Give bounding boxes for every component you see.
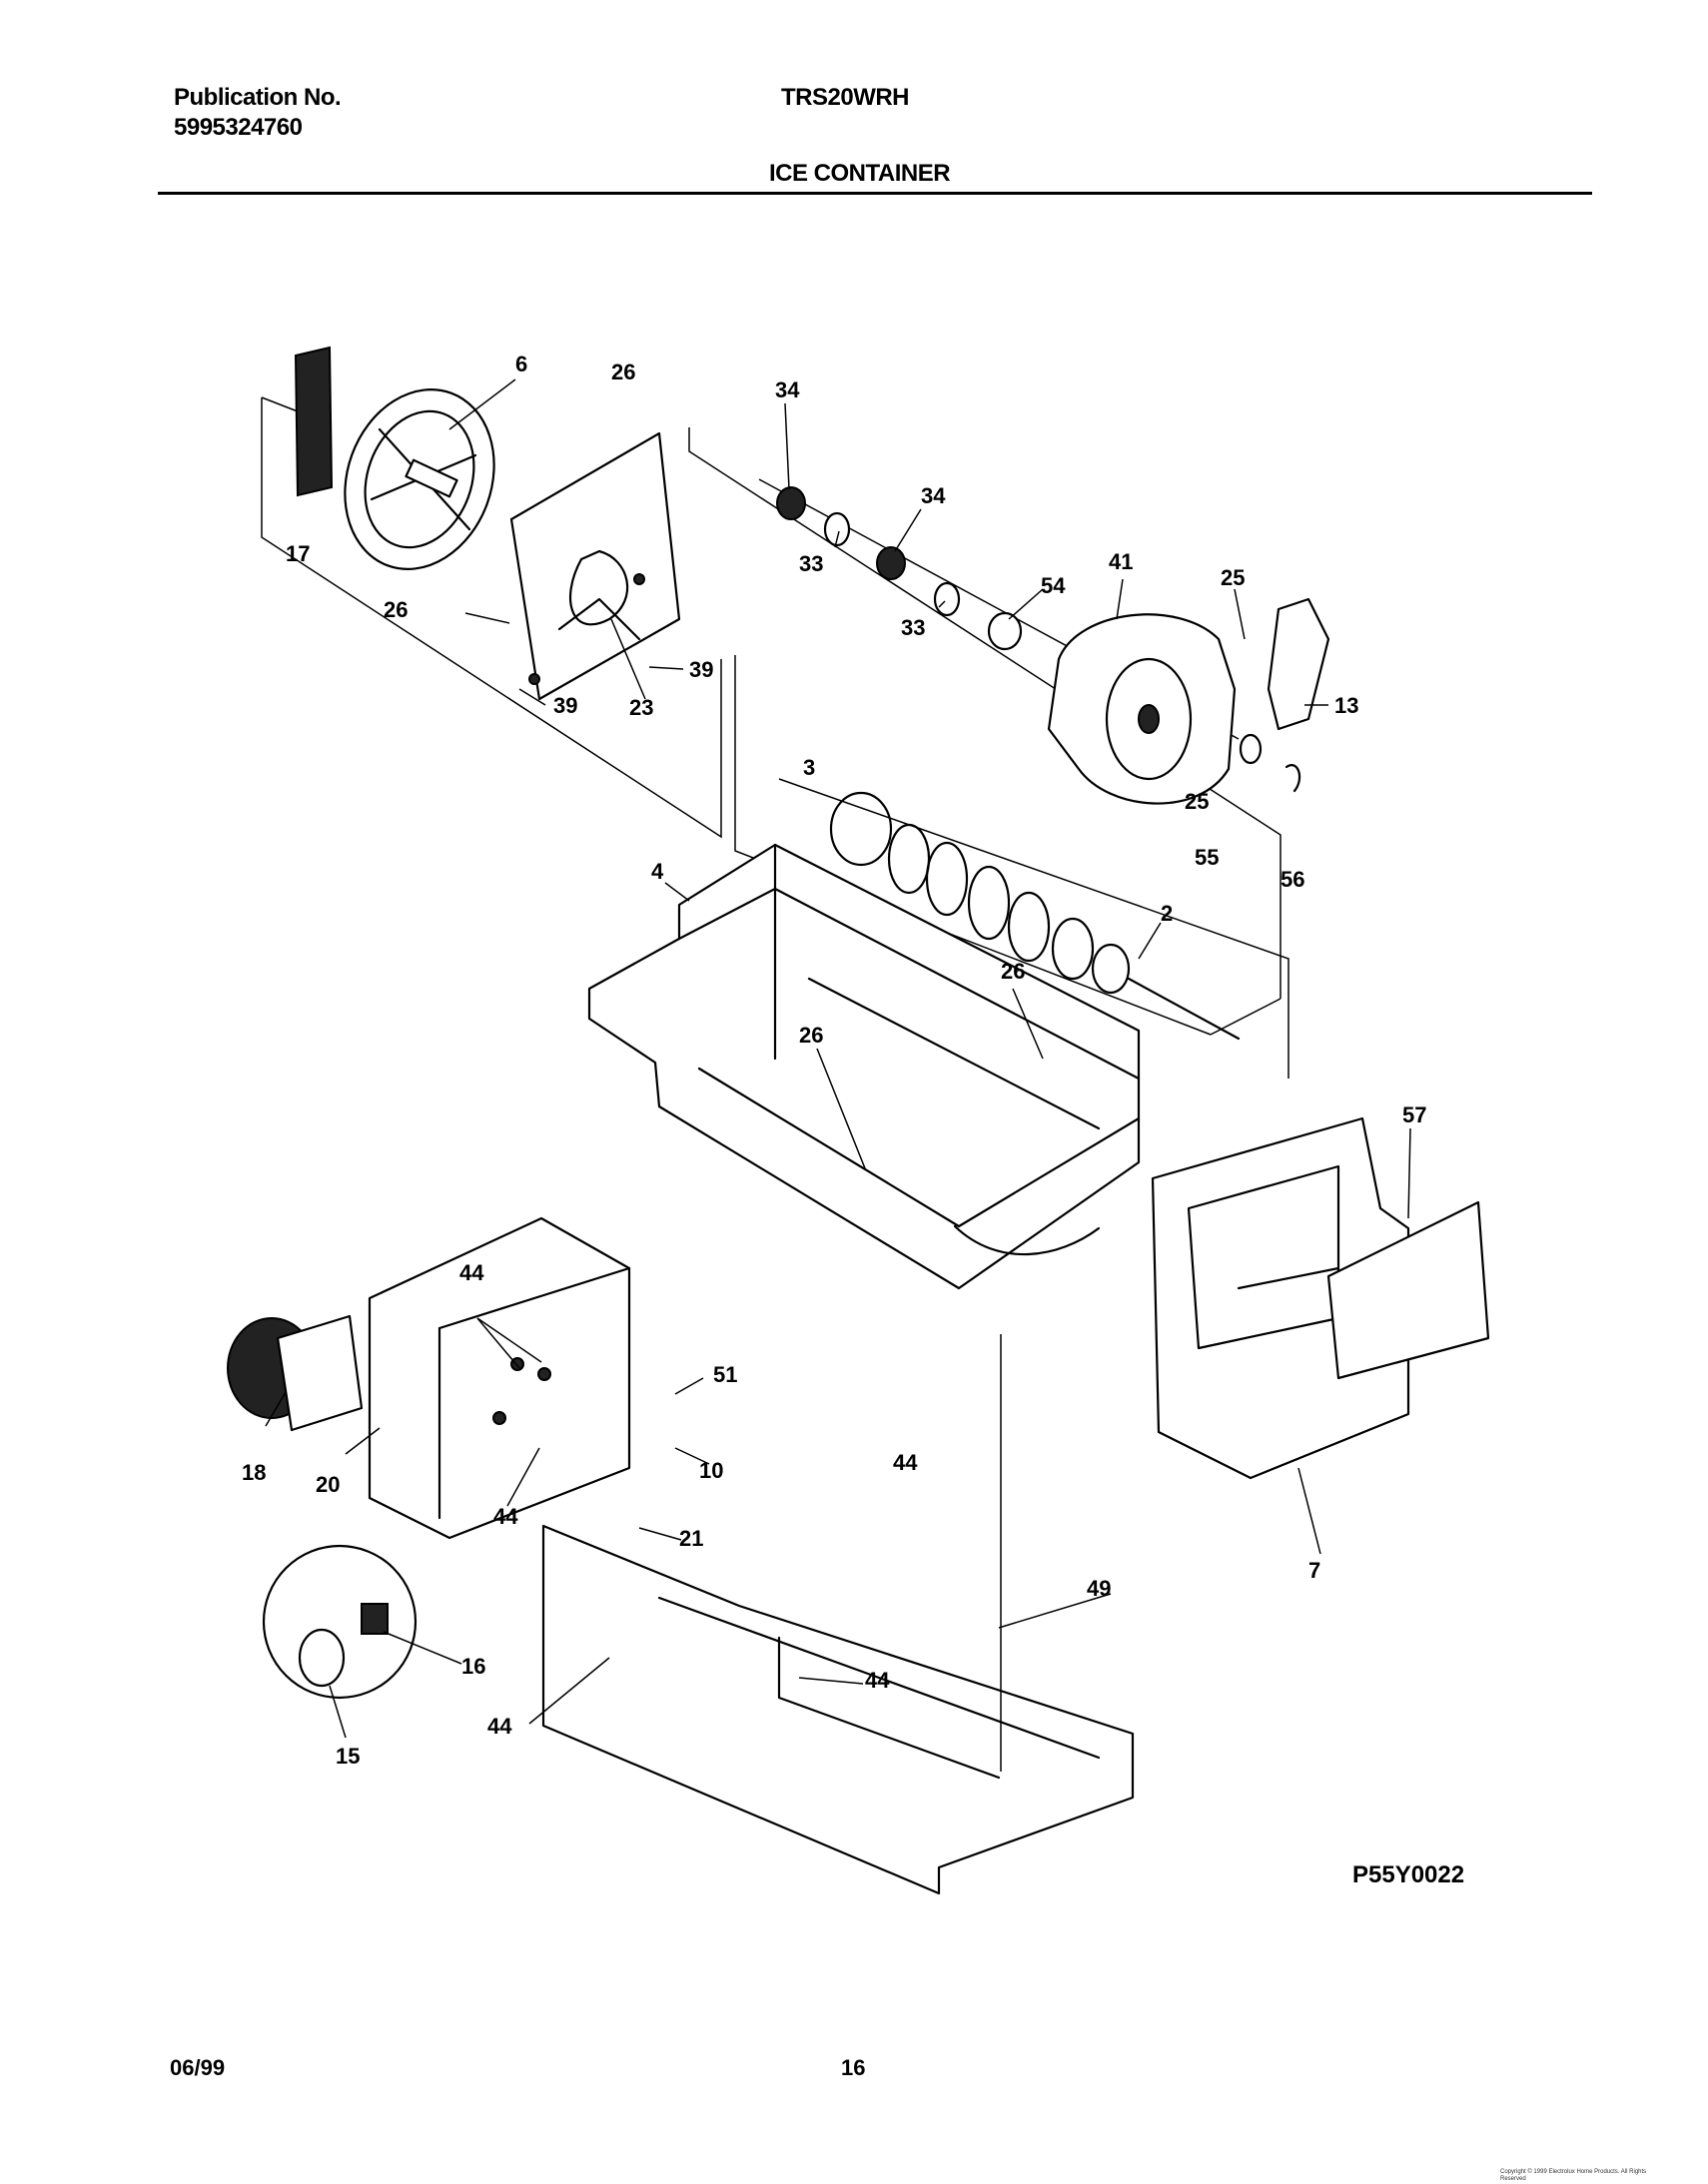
callout-20: 20 [316, 1472, 340, 1497]
callout-44-bottom-right: 44 [865, 1668, 890, 1693]
callout-10: 10 [699, 1458, 723, 1483]
callout-3: 3 [803, 755, 815, 780]
callout-34-mid: 34 [921, 483, 946, 508]
callout-21: 21 [679, 1526, 703, 1551]
footer-date: 06/99 [170, 2055, 226, 2080]
part-17-light-shield [294, 346, 334, 497]
header-rule [158, 192, 1592, 195]
part-motor-box [368, 1216, 631, 1540]
part-18-motor [227, 1314, 364, 1432]
callout-18: 18 [242, 1460, 266, 1485]
callout-54: 54 [1041, 573, 1066, 598]
part-2-auger-spring [829, 791, 1241, 1041]
callout-6: 6 [515, 352, 527, 376]
callout-51: 51 [713, 1362, 737, 1387]
callout-13: 13 [1334, 693, 1358, 718]
part-13-bracket [1267, 597, 1330, 731]
callout-25-top: 25 [1221, 565, 1245, 590]
assembly-outline-upper [261, 396, 1281, 1036]
model-number: TRS20WRH [781, 84, 910, 111]
leader-lines [265, 378, 1411, 1739]
part-15-light-bulb-inset [262, 1544, 418, 1700]
copyright-notice: Copyright © 1999 Electrolux Home Product… [1500, 2169, 1647, 2182]
callout-23: 23 [629, 695, 653, 720]
publication-label: Publication No. [174, 84, 342, 111]
part-41-drive-housing [1047, 613, 1237, 805]
callout-26-left: 26 [384, 597, 408, 622]
callout-39-left: 39 [553, 693, 577, 718]
publication-number: 5995324760 [174, 114, 303, 141]
part-23-auger-plate [509, 431, 681, 701]
callout-44-mid: 44 [493, 1504, 518, 1529]
diagram-code: P55Y0022 [1352, 1861, 1465, 1888]
callout-44-bottom-left: 44 [487, 1714, 512, 1739]
callout-16: 16 [461, 1654, 485, 1679]
callout-2: 2 [1161, 901, 1173, 926]
callout-17: 17 [286, 541, 310, 566]
callout-26-top: 26 [611, 360, 635, 384]
callout-44-top: 44 [459, 1260, 484, 1285]
callout-55: 55 [1195, 845, 1219, 870]
callout-33-mid: 33 [901, 615, 925, 640]
part-6-auger-blade [344, 388, 495, 570]
part-4-ice-container [587, 843, 1141, 1290]
section-title: ICE CONTAINER [769, 160, 951, 187]
callout-26-bucket-right: 26 [1001, 959, 1025, 984]
callout-25-bottom: 25 [1185, 789, 1209, 814]
callout-34-top: 34 [775, 377, 800, 402]
part-washers-stack [776, 486, 1301, 793]
callout-39-right: 39 [689, 657, 713, 682]
part-57-door-flap [1326, 1200, 1490, 1380]
callout-44-right: 44 [893, 1450, 918, 1475]
callout-41: 41 [1109, 549, 1133, 574]
callout-7: 7 [1308, 1558, 1320, 1583]
callout-56: 56 [1281, 867, 1304, 892]
part-49-lower-tray [541, 1524, 1135, 1895]
callout-15: 15 [336, 1744, 360, 1769]
callout-49: 49 [1087, 1576, 1111, 1601]
callout-33-left: 33 [799, 551, 823, 576]
callout-26-bucket-left: 26 [799, 1023, 823, 1048]
callout-4: 4 [651, 859, 664, 884]
callout-57: 57 [1402, 1102, 1426, 1127]
part-7-door-assembly [1151, 1116, 1410, 1480]
callout-labels: 6 26 34 34 17 33 33 54 41 25 13 26 39 39… [242, 352, 1426, 1769]
footer-page-number: 16 [841, 2055, 866, 2080]
spring-outline [778, 778, 1289, 1079]
